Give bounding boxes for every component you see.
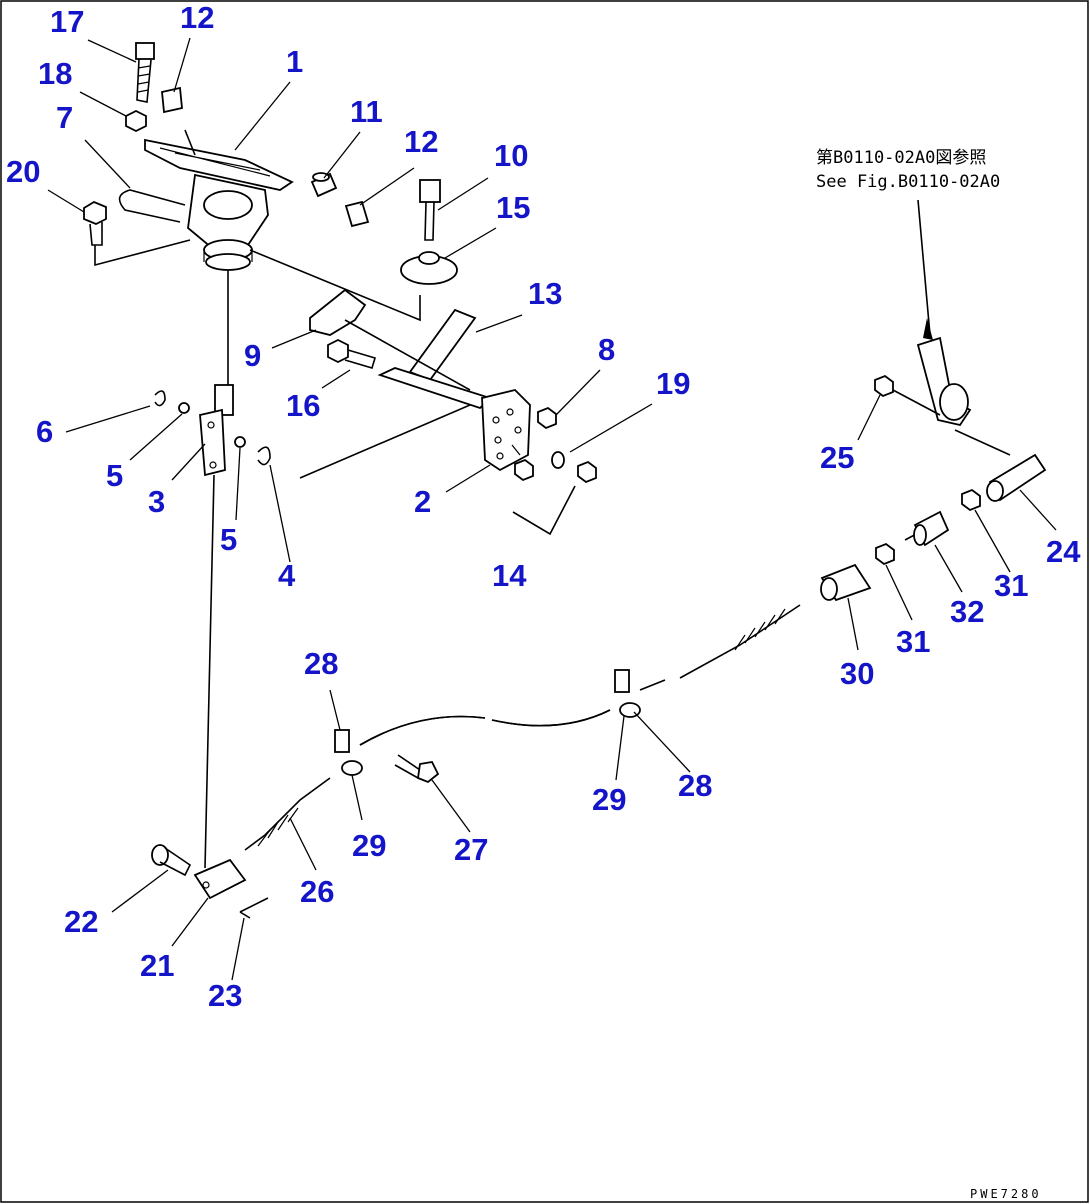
rod-10-part (419, 179, 441, 241)
sleeve-30-part (820, 563, 872, 602)
clip-12-part (161, 86, 183, 114)
callout-26: 26 (300, 874, 334, 909)
clip-12b-part (344, 200, 370, 228)
cable-assembly (244, 604, 801, 851)
callout-9: 9 (244, 338, 261, 373)
callout-22: 22 (64, 904, 98, 939)
callout-24: 24 (1046, 534, 1081, 569)
washer-5b-part (234, 436, 246, 448)
callout-2: 2 (414, 484, 431, 519)
u-bolt-7-part (118, 189, 186, 223)
callout-14: 14 (492, 558, 527, 593)
pedal-1-part (144, 138, 294, 271)
pin-11-part (310, 172, 338, 198)
callout-16: 16 (286, 388, 320, 423)
callout-28-left: 28 (304, 646, 338, 681)
callout-30: 30 (840, 656, 874, 691)
rod-line (204, 270, 229, 869)
callout-5-left: 5 (106, 458, 123, 493)
shaft-2-part (377, 367, 531, 472)
callout-18: 18 (38, 56, 72, 91)
callout-17: 17 (50, 4, 84, 39)
callout-19: 19 (656, 366, 690, 401)
drawing-code: PWE7280 (970, 1187, 1042, 1201)
callout-1: 1 (286, 44, 303, 79)
callout-8: 8 (598, 332, 615, 367)
callout-5-lower: 5 (220, 522, 237, 557)
callout-28-right: 28 (678, 768, 712, 803)
arm-25-part (874, 199, 1011, 456)
callout-10: 10 (494, 138, 528, 173)
end-24-part (986, 453, 1047, 502)
callout-11: 11 (350, 94, 383, 129)
clip-4-part (257, 446, 271, 466)
callout-31-lower: 31 (896, 624, 930, 659)
bolt-27-part (394, 754, 440, 784)
washer-5a-part (178, 402, 190, 414)
nut-14a-part (514, 458, 534, 482)
reference-note-japanese: 第B0110-02A0図参照 (816, 148, 986, 168)
callout-15: 15 (496, 190, 530, 225)
callout-29-left: 29 (352, 828, 386, 863)
callout-25: 25 (820, 440, 854, 475)
bolt-17-part (135, 42, 155, 103)
callout-7: 7 (56, 100, 73, 135)
nut-31a-part (875, 542, 895, 566)
callout-21: 21 (140, 948, 174, 983)
bolt-20-part (83, 200, 107, 246)
lever-3-part (199, 384, 234, 477)
yoke-21-part (193, 858, 247, 900)
nut-31b-part (961, 488, 981, 512)
fitting-32-part (904, 510, 950, 547)
pin-23-part (239, 897, 269, 919)
leader-lines (47, 37, 1057, 981)
bracket-9-part (309, 288, 367, 336)
nut-14b-part (577, 460, 597, 484)
boot-15-part (400, 251, 458, 285)
washer-19-part (551, 451, 565, 469)
callout-32: 32 (950, 594, 984, 629)
callout-4: 4 (278, 558, 296, 593)
callout-13: 13 (528, 276, 562, 311)
nut-18-part (125, 109, 147, 133)
reference-note: 第B0110-02A0図参照 See Fig.B0110-02A0 (816, 148, 1000, 192)
bolt-16-part (327, 338, 376, 369)
callout-6: 6 (36, 414, 53, 449)
callout-29-right: 29 (592, 782, 626, 817)
callout-12-top: 12 (180, 0, 214, 35)
callout-31-upper: 31 (994, 568, 1028, 603)
callout-27: 27 (454, 832, 488, 867)
nut-8-part (537, 406, 557, 430)
callout-12-middle: 12 (404, 124, 438, 159)
callout-23: 23 (208, 978, 242, 1013)
reference-note-english: See Fig.B0110-02A0 (816, 172, 1000, 192)
callout-3: 3 (148, 484, 165, 519)
line-art (83, 42, 1047, 919)
bolt-22-part (151, 844, 192, 877)
clip-6-part (154, 390, 166, 407)
callout-labels: 17 12 1 18 7 20 11 12 10 15 13 9 16 8 19… (6, 0, 1081, 1013)
callout-20: 20 (6, 154, 40, 189)
assembly-lines (94, 129, 471, 479)
